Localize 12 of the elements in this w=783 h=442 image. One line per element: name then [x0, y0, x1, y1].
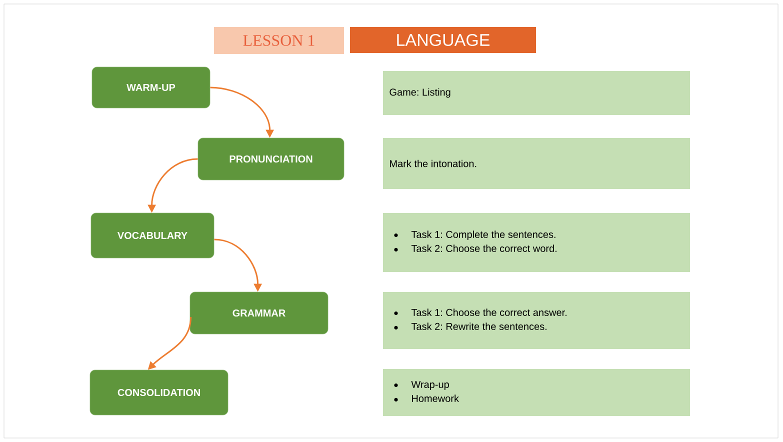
topic-banner: LANGUAGE	[350, 27, 536, 53]
stage-box: WARM-UP	[92, 66, 210, 108]
activity-box: Task 1: Complete the sentences. Task 2: Choose the correct word.	[383, 213, 690, 272]
activity-box: Task 1: Choose the correct answer. Task 2: Rewrite the sentences.	[383, 292, 690, 349]
stage-box: CONSOLIDATION	[90, 370, 228, 416]
activity-box: Mark the intonation.	[383, 138, 690, 189]
lesson-label: LESSON 1	[214, 27, 344, 54]
stage-box: GRAMMAR	[190, 292, 328, 334]
activity-box: Wrap-up Homework	[383, 369, 690, 416]
activity-box: Game: Listing	[383, 71, 690, 115]
stage-box: VOCABULARY	[90, 212, 214, 258]
stage-box: PRONUNCIATION	[198, 138, 344, 180]
